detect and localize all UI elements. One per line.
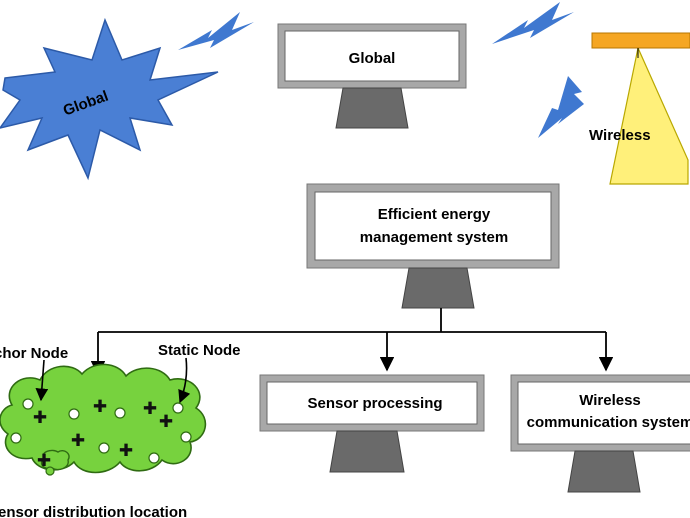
management-label-line2: management system bbox=[360, 229, 508, 246]
static-nodes bbox=[10, 398, 192, 464]
plus-node-icon: ✚ bbox=[37, 451, 51, 471]
circle-node-icon bbox=[22, 398, 34, 410]
monitor-wireless-communication: Wireless communication system bbox=[510, 374, 690, 493]
label-pointers bbox=[35, 357, 191, 404]
plus-node-icon: ✚ bbox=[143, 399, 157, 419]
circle-node-icon bbox=[68, 408, 80, 420]
management-label-line1: Efficient energy bbox=[378, 206, 491, 223]
starburst-icon: Global bbox=[0, 17, 219, 181]
circle-node-icon bbox=[148, 452, 160, 464]
wireless-comm-label-line1: Wireless bbox=[579, 392, 641, 409]
anchor-node-label: Anchor Node bbox=[0, 345, 68, 362]
circle-node-icon bbox=[114, 407, 126, 419]
plus-node-icon: ✚ bbox=[119, 441, 133, 461]
lightning-bolt-icon bbox=[178, 12, 254, 50]
circle-node-icon bbox=[180, 431, 192, 443]
monitor-global: Global bbox=[277, 23, 467, 129]
monitor-global-label: Global bbox=[349, 50, 396, 67]
anchor-nodes: ✚ ✚ ✚ ✚ ✚ ✚ ✚ bbox=[33, 397, 173, 471]
monitor-management: Efficient energy management system bbox=[306, 183, 560, 309]
sensor-cloud-icon bbox=[0, 363, 207, 476]
lightning-bolt-icon bbox=[492, 2, 574, 44]
lightning-bolt-icon bbox=[538, 76, 584, 138]
wireless-comm-label-line2: communication system bbox=[527, 414, 690, 431]
antenna-tower-icon: Wireless bbox=[589, 32, 690, 185]
circle-node-icon bbox=[98, 442, 110, 454]
sensor-processing-label: Sensor processing bbox=[307, 395, 442, 412]
circle-node-icon bbox=[172, 402, 184, 414]
plus-node-icon: ✚ bbox=[33, 408, 47, 428]
sensor-distribution-label: Sensor distribution location bbox=[0, 504, 187, 518]
plus-node-icon: ✚ bbox=[93, 397, 107, 417]
plus-node-icon: ✚ bbox=[71, 431, 85, 451]
antenna-label: Wireless bbox=[589, 127, 651, 144]
connector-lines bbox=[90, 308, 614, 376]
static-node-label: Static Node bbox=[158, 342, 241, 359]
monitor-sensor-processing: Sensor processing bbox=[259, 374, 485, 473]
plus-node-icon: ✚ bbox=[159, 412, 173, 432]
circle-node-icon bbox=[10, 432, 22, 444]
